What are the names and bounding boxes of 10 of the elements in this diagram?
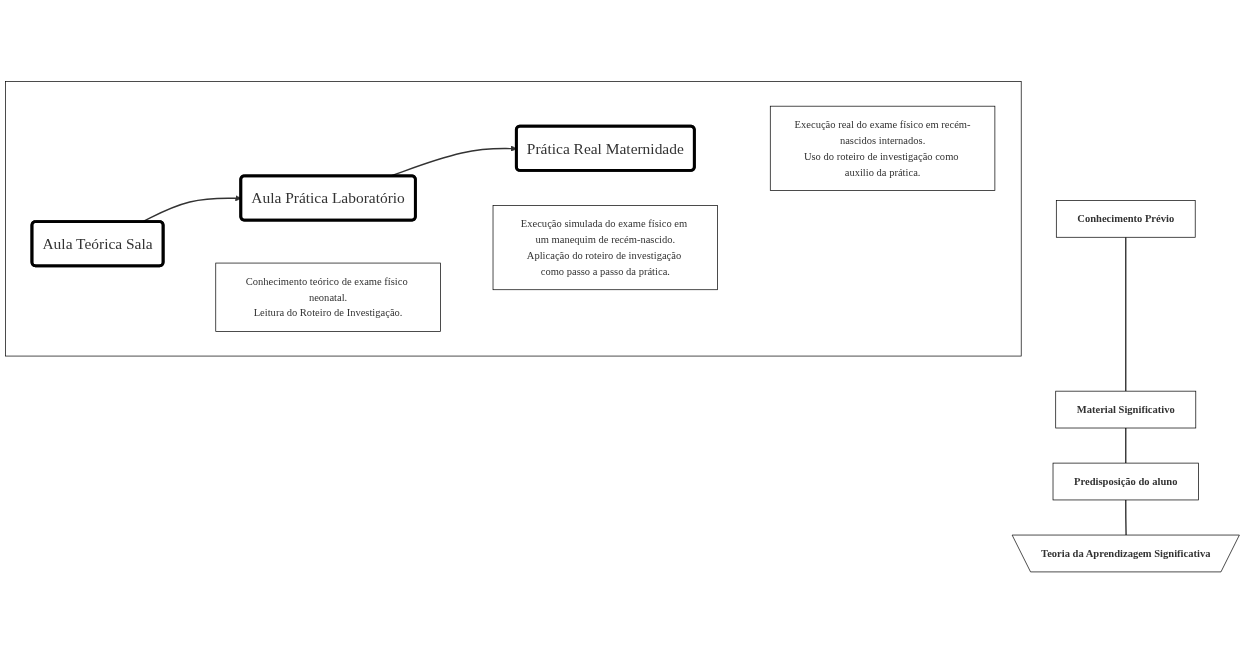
node-box: Predisposição do aluno (1052, 462, 1199, 501)
connector (1125, 236, 1127, 392)
cluster (5, 81, 1022, 357)
node-box: Execução real do exame físico em recém-nascidos internados. Uso do roteiro de investigação como auxilio da prática. (769, 105, 996, 191)
node-box: Material Significativo (1055, 390, 1197, 429)
connector (1125, 427, 1127, 464)
connector (1125, 499, 1127, 536)
node-box: Conhecimento Prévio (1055, 199, 1196, 238)
node-box: Conhecimento teórico de exame físico neonatal. Leitura do Roteiro de Investigação. (215, 262, 441, 332)
node-box: Execução simulada do exame físico em um manequim de recém-nascido. Aplicação do roteiro de investigação como passo a passo da prática. (492, 204, 718, 290)
